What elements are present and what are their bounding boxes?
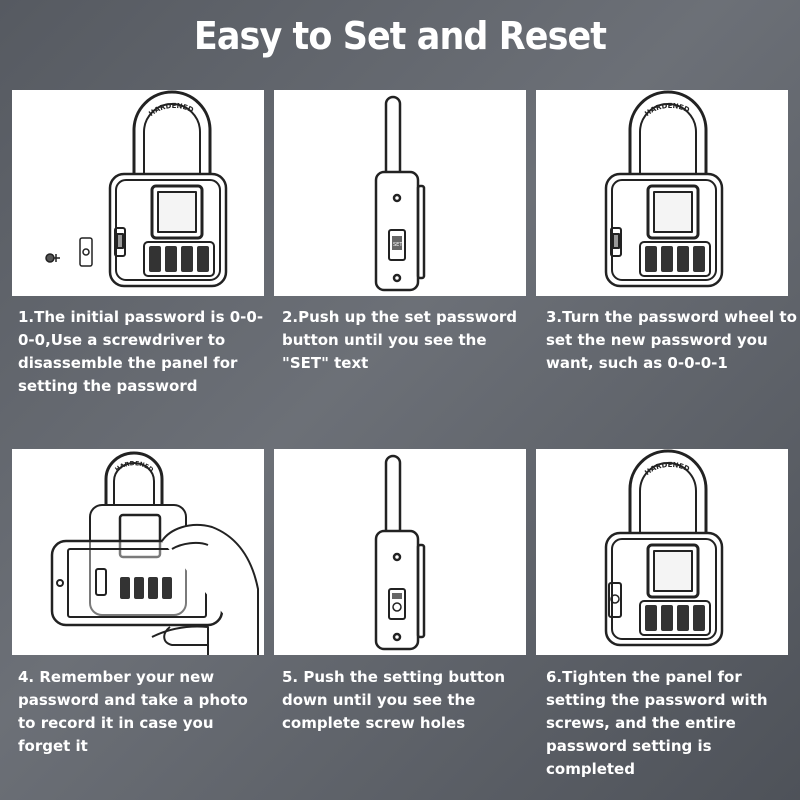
padlock-side-set-button-icon: SET [374, 95, 426, 292]
step-4-caption: 4. Remember your new password and take a… [18, 668, 248, 755]
step-5-illustration [274, 449, 526, 655]
padlock-turn-wheel-icon: HARDENED [604, 90, 724, 288]
step-5-caption: 5. Push the setting button down until yo… [282, 668, 506, 732]
step-1-caption: 1.The initial password is 0-0-0-0,Use a … [18, 308, 264, 395]
padlock-phone-photo-icon: HARDENED [50, 451, 259, 655]
padlock-side-screw-holes-icon [374, 454, 426, 651]
step-3-caption: 3.Turn the password wheel to set the new… [546, 308, 797, 372]
step-2-caption: 2.Push up the set password button until … [282, 308, 518, 372]
padlock-tighten-panel-icon: HARDENED [604, 449, 724, 647]
padlock-screwdriver-icon: HARDENED [45, 90, 228, 288]
step-6-illustration: HARDENED [536, 449, 788, 655]
page-title: Easy to Set and Reset [193, 14, 607, 58]
step-4-illustration: HARDENED [12, 449, 264, 655]
step-2-illustration: SET [274, 90, 526, 296]
step-1-illustration: HARDENED [12, 90, 264, 296]
step-3-illustration: HARDENED [536, 90, 788, 296]
svg-text:SET: SET [393, 242, 403, 248]
step-6-caption: 6.Tighten the panel for setting the pass… [546, 668, 768, 778]
